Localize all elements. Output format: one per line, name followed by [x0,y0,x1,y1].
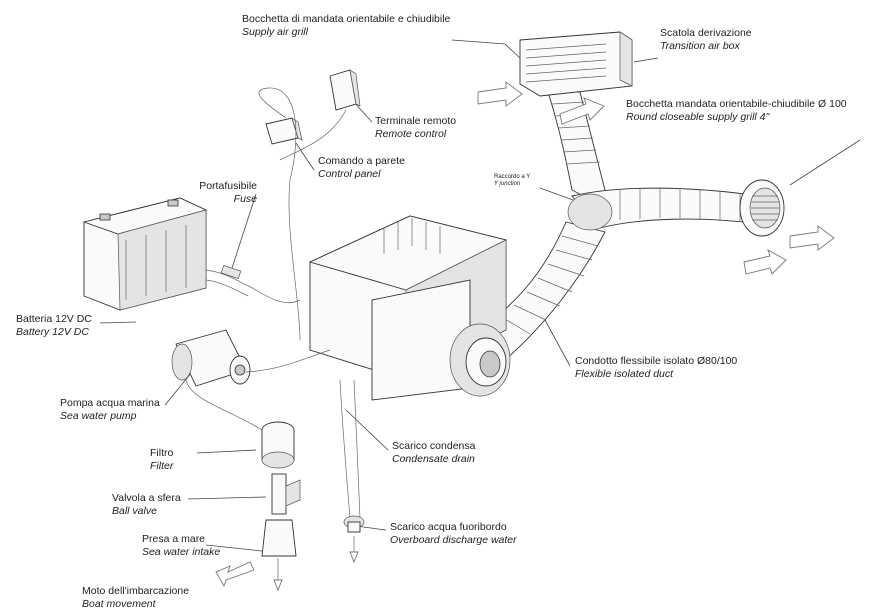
leader-control-panel [295,142,315,171]
leader-ball-valve [187,496,267,500]
flexible-duct [479,91,761,361]
label-battery: Batteria 12V DC Battery 12V DC [16,313,92,339]
label-control-panel-it: Comando a parete [318,155,405,167]
label-overboard-en: Overboard discharge water [390,534,517,546]
label-transition-box-it: Scatola derivazione [660,27,752,39]
label-ball-valve-en: Ball valve [112,505,157,517]
label-intake-it: Presa a mare [142,533,206,545]
label-round-grill: Bocchetta mandata orientabile-chiudibile… [626,98,847,124]
label-y-junction-en: Y junction [494,181,521,187]
battery [82,197,208,311]
label-supply-grill-it: Bocchetta di mandata orientabile e chiud… [242,13,451,25]
label-boat-movement: Moto dell'imbarcazione Boat movement [82,585,189,611]
label-boat-movement-it: Moto dell'imbarcazione [82,585,190,597]
label-duct-it: Condotto flessibile isolato Ø80/100 [575,355,738,367]
leader-filter [196,449,257,454]
label-battery-it: Batteria 12V DC [16,313,92,325]
label-pump-en: Sea water pump [60,410,137,422]
label-filter-en: Filter [150,460,174,472]
label-round-grill-en: Round closeable supply grill 4" [626,111,770,123]
boat-movement-arrow [215,561,255,588]
leader-round-grill [789,139,861,186]
label-condensate-it: Scarico condensa [392,440,476,452]
remote-control [329,69,361,111]
label-round-grill-it: Bocchetta mandata orientabile-chiudibile… [626,98,847,110]
leader-fuse [231,193,257,269]
sea-water-pump [171,329,251,387]
label-supply-grill: Bocchetta di mandata orientabile e chiud… [242,13,450,39]
label-overboard-it: Scarico acqua fuoribordo [390,521,507,533]
label-fuse-it: Portafusibile [199,180,257,192]
label-intake-en: Sea water intake [142,546,221,558]
leader-duct [544,319,571,367]
label-intake: Presa a mare Sea water intake [142,533,220,559]
leader-intake [205,544,263,552]
label-filter: Filtro Filter [150,447,173,473]
label-overboard: Scarico acqua fuoribordo Overboard disch… [390,521,517,547]
label-remote-it: Terminale remoto [375,115,457,127]
label-condensate-en: Condensate drain [392,453,475,465]
label-y-junction-it: Raccordo a Y [494,174,531,180]
label-battery-en: Battery 12V DC [16,326,89,338]
label-boat-movement-en: Boat movement [82,598,156,610]
filter [261,421,295,469]
leader-supply-grill [451,39,521,59]
label-condensate: Scarico condensa Condensate drain [392,440,475,466]
label-ball-valve: Valvola a sfera Ball valve [112,492,181,518]
label-pump: Pompa acqua marina Sea water pump [60,397,160,423]
label-control-panel-en: Control panel [318,168,381,180]
leader-battery [99,321,137,324]
label-y-junction: Raccordo a Y Y junction [494,174,530,188]
sea-water-intake [261,519,297,592]
leader-transition-box [633,57,659,63]
overboard-fitting [343,515,365,564]
label-remote: Terminale remoto Remote control [375,115,456,141]
leader-condensate [345,409,389,451]
fuse-holder [220,264,242,280]
label-ball-valve-it: Valvola a sfera [112,492,181,504]
label-duct-en: Flexible isolated duct [575,368,674,380]
label-transition-box: Scatola derivazione Transition air box [660,27,752,53]
label-control-panel: Comando a parete Control panel [318,155,405,181]
label-duct: Condotto flessibile isolato Ø80/100 Flex… [575,355,737,381]
airflow-arrows [477,81,835,275]
label-pump-it: Pompa acqua marina [60,397,160,409]
label-fuse: Portafusibile Fuse [193,180,257,206]
label-filter-it: Filtro [150,447,174,459]
ball-valve [271,473,301,515]
label-remote-en: Remote control [375,128,447,140]
control-panel [265,117,303,145]
leader-y-junction [539,187,574,201]
ac-unit [308,215,511,401]
transition-box [519,31,633,97]
label-fuse-en: Fuse [233,193,257,205]
round-grill [739,179,785,237]
label-supply-grill-en: Supply air grill [242,26,308,38]
y-junction-fitting [567,193,613,231]
label-transition-box-en: Transition air box [660,40,740,52]
